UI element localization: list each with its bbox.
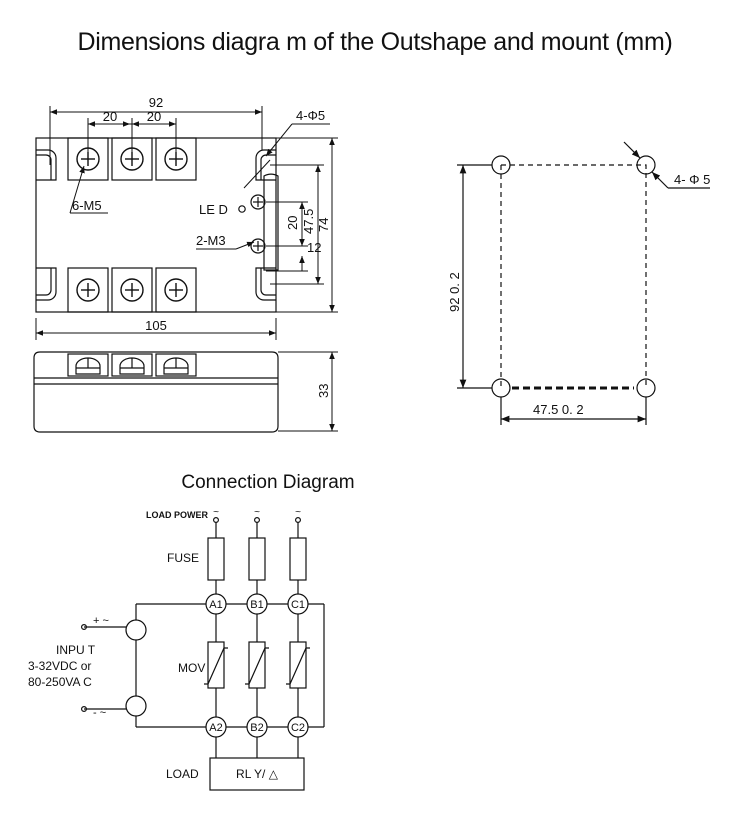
side-screw-head: [75, 357, 101, 375]
connection-diagram: [80, 516, 325, 791]
input-label-line1: INPU T: [56, 643, 96, 657]
input-terminal-plus: [125, 619, 147, 641]
mount-dim-vertical-label: 92 0. 2: [447, 272, 462, 312]
mount-slot-bl: [36, 267, 57, 301]
dim-20-label-b: 20: [147, 109, 161, 124]
load-screw: [76, 278, 100, 302]
fuse-label: FUSE: [167, 551, 199, 565]
tilde-a: ~: [213, 507, 219, 518]
control-terminals: [238, 194, 266, 254]
load-power-label: LOAD POWER: [146, 510, 208, 520]
outline-dimensions: [35, 106, 338, 432]
led-label: LE D: [199, 202, 228, 217]
minus-label: - ~: [93, 707, 106, 719]
outline-side-view: [33, 351, 279, 433]
phase-terminal: B2: [246, 716, 268, 738]
control-screw-label: 2-M3: [196, 233, 226, 248]
mount-slot-br: [255, 267, 276, 301]
outline-labels: 92 20 20 4-Φ5 6-M5 LE D 2-M3 20 47.5 74 …: [72, 95, 331, 398]
input-terminal-minus: [125, 695, 147, 717]
connection-labels: LOAD POWER ~ ~ ~ FUSE MOV INPU T 3-32VDC…: [28, 507, 301, 781]
dim-20-vertical-label: 20: [285, 216, 300, 230]
mount-hole-tr: [636, 155, 656, 175]
dim-74-label: 74: [316, 218, 331, 232]
load-screw: [164, 278, 188, 302]
mount-labels: 4- Φ 5 92 0. 2 47.5 0. 2: [447, 172, 710, 417]
dim-12-label: 12: [307, 240, 321, 255]
phase-terminal-label: A1: [209, 599, 222, 611]
side-screw-head: [163, 357, 189, 375]
phase-terminal-label: B2: [250, 722, 263, 734]
phase-terminal: B1: [246, 593, 268, 615]
page-title: Dimensions diagra m of the Outshape and …: [77, 28, 673, 56]
screw-size-label: 6-M5: [72, 198, 102, 213]
fuse: [248, 537, 266, 581]
mount-hole-pattern: [457, 141, 710, 425]
hole-size-label: 4-Φ5: [296, 108, 325, 123]
control-housing: [263, 173, 279, 271]
side-screw-head: [119, 357, 145, 375]
load-screw: [120, 278, 144, 302]
load-box: [209, 757, 305, 791]
phase-terminal-label: C1: [291, 599, 305, 611]
load-label: LOAD: [166, 767, 199, 781]
phase-terminal-label: C2: [291, 722, 305, 734]
tilde-c: ~: [295, 507, 301, 518]
phase-terminal: A1: [205, 593, 227, 615]
mov-label: MOV: [178, 661, 205, 675]
input-label-line3: 80-250VA C: [28, 675, 92, 689]
connection-diagram-title: Connection Diagram: [181, 472, 355, 493]
mount-dim-horizontal-label: 47.5 0. 2: [533, 402, 584, 417]
phase-terminal: A2: [205, 716, 227, 738]
mount-slot-tr: [255, 149, 276, 181]
dim-92-label: 92: [149, 95, 163, 110]
mount-hole-size-label: 4- Φ 5: [674, 172, 710, 187]
terminal-screws: [76, 147, 188, 302]
plus-label: + ~: [93, 615, 109, 627]
load-box-label: RL Y/ △: [236, 767, 279, 781]
dim-20-label-a: 20: [103, 109, 117, 124]
fuse: [207, 537, 225, 581]
phase-terminal-label: B1: [250, 599, 263, 611]
fuse: [289, 537, 307, 581]
tilde-b: ~: [254, 507, 260, 518]
led-indicator: [238, 205, 246, 213]
mount-slot-tl: [36, 149, 57, 181]
outline-top-view: [35, 137, 279, 313]
dim-33-label: 33: [316, 384, 331, 398]
phase-terminal: C2: [287, 716, 309, 738]
dim-47-5-label: 47.5: [301, 209, 316, 234]
phase-terminal-label: A2: [209, 722, 222, 734]
side-view-screws: [75, 357, 189, 375]
dim-105-label: 105: [145, 318, 167, 333]
input-label-line2: 3-32VDC or: [28, 659, 91, 673]
phase-terminal: C1: [287, 593, 309, 615]
